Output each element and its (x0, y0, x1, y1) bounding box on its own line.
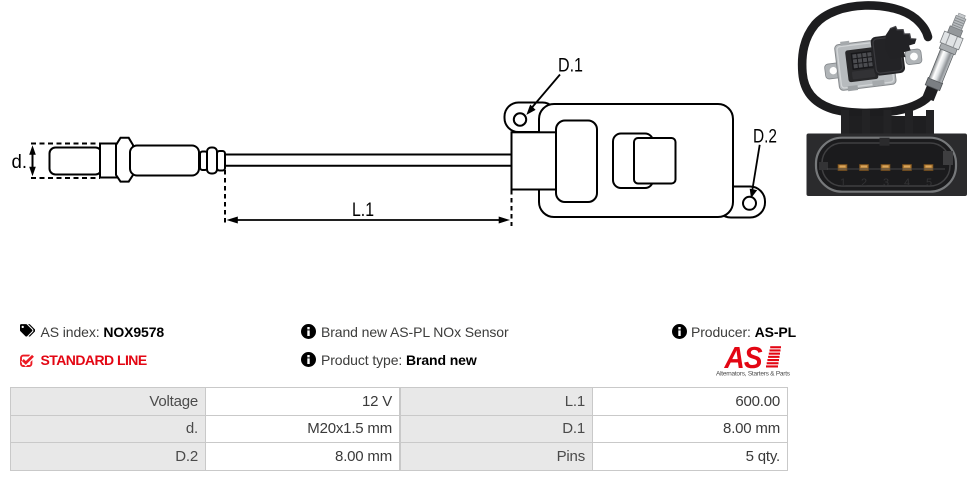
svg-text:D.1: D.1 (558, 56, 583, 77)
svg-text:AS: AS (724, 343, 763, 375)
svg-text:L.1: L.1 (352, 200, 374, 221)
svg-text:5: 5 (926, 177, 932, 189)
svg-text:3: 3 (883, 177, 889, 189)
svg-text:1: 1 (840, 177, 846, 189)
svg-text:d.: d. (12, 152, 28, 173)
svg-text:D.2: D.2 (753, 126, 777, 147)
svg-text:2: 2 (861, 177, 867, 189)
svg-text:Alternators, Starters & Parts: Alternators, Starters & Parts (716, 371, 791, 378)
svg-text:4: 4 (904, 177, 910, 189)
